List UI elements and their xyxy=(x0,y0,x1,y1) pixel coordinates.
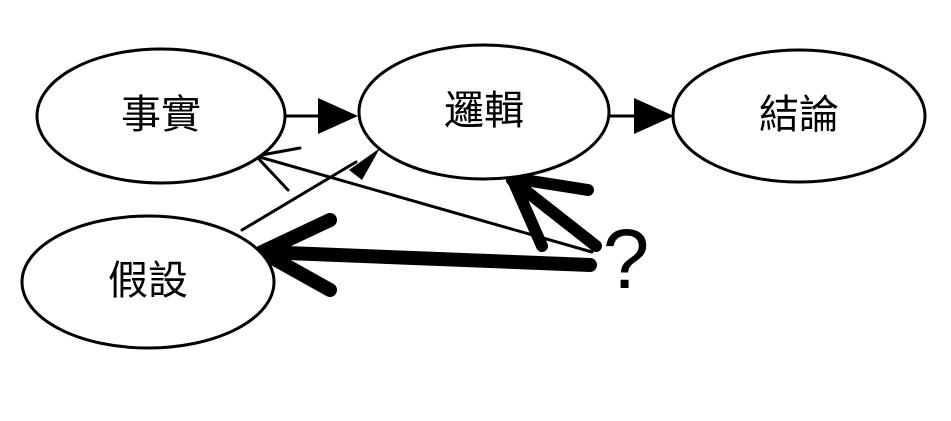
edge-question-to-logic xyxy=(506,172,602,252)
node-conclusion: 結論 xyxy=(671,48,927,184)
edge-hypothesis-to-logic xyxy=(240,148,380,232)
question-mark: ? xyxy=(603,212,650,306)
arrowhead-facts-to-logic xyxy=(318,98,358,134)
node-conclusion-label: 結論 xyxy=(759,92,839,138)
node-facts-label: 事實 xyxy=(121,92,201,138)
edge-logic-to-conclusion xyxy=(608,98,674,134)
node-hypothesis: 假設 xyxy=(20,214,276,350)
arrowhead-hypothesis-to-logic xyxy=(349,148,380,180)
node-logic-label: 邏輯 xyxy=(444,88,524,134)
node-logic: 邏輯 xyxy=(357,43,611,181)
arrowhead-logic-to-conclusion xyxy=(634,98,674,134)
node-hypothesis-label: 假設 xyxy=(108,258,188,304)
edge-facts-to-logic xyxy=(284,98,358,134)
node-facts: 事實 xyxy=(35,47,287,185)
